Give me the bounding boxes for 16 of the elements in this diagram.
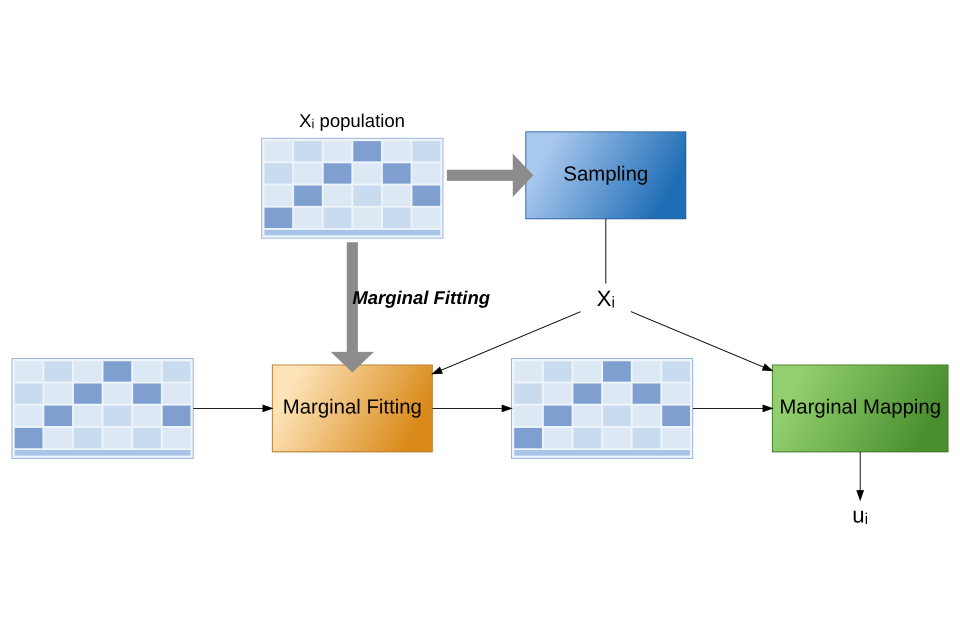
node-text: Xᵢ (596, 286, 615, 311)
node-box: Marginal Fitting (272, 364, 433, 452)
arrow (192, 404, 274, 412)
node-text: uᵢ (852, 502, 868, 528)
arrow (856, 452, 864, 502)
node-box: Sampling (525, 131, 686, 220)
arrow (692, 404, 774, 412)
arrow (446, 154, 534, 197)
edge-label: Marginal Fitting (352, 286, 490, 308)
node-box: Marginal Mapping (772, 364, 949, 452)
node-label: Xᵢ population (299, 110, 405, 132)
connector (605, 218, 606, 284)
arrow (431, 311, 582, 374)
arrow (432, 404, 513, 412)
arrow (630, 311, 774, 372)
arrow (330, 242, 374, 372)
